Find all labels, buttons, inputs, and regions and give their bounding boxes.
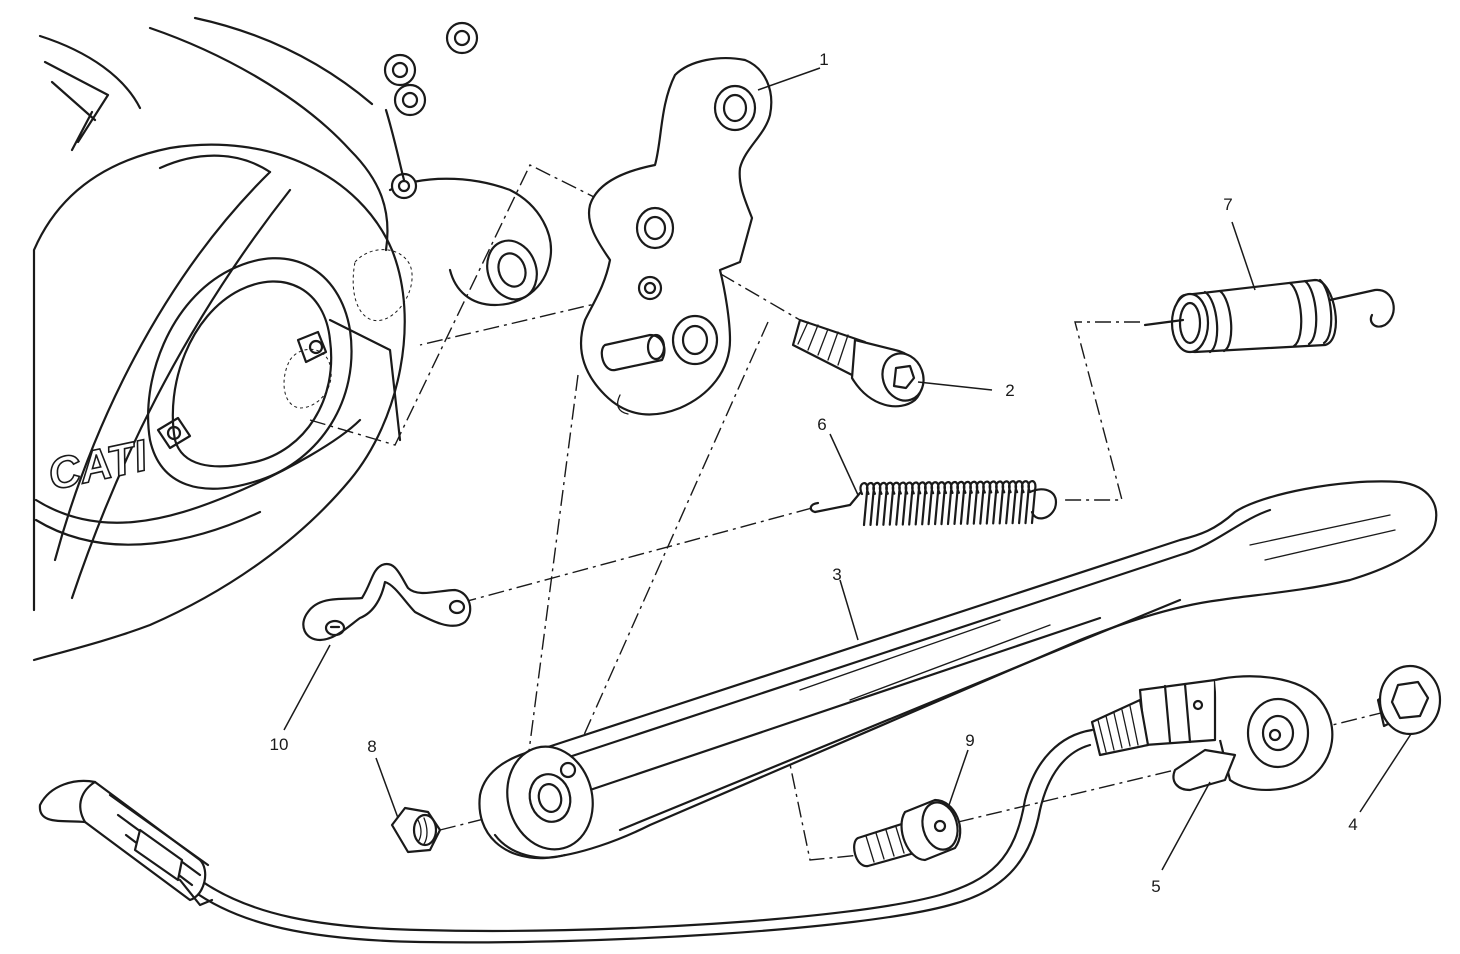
callout-labels: 1 2 3 4 5 6 7 8 9 10: [270, 50, 1358, 896]
wiring-connector: [38, 779, 214, 907]
hex-nut: [390, 806, 442, 854]
callout-4: 4: [1348, 815, 1357, 834]
engine-case-brand: CATI: [44, 431, 152, 500]
side-stand-leg: [478, 480, 1438, 860]
engine-case: CATI: [32, 16, 553, 662]
outer-spring: [809, 480, 1058, 527]
callout-2: 2: [1005, 381, 1014, 400]
wire-clip: [302, 562, 472, 642]
assembly-lines: [309, 164, 1386, 861]
stand-sensor: [190, 675, 1334, 944]
pivot-bolt: [853, 798, 962, 868]
inner-spring: [1143, 278, 1395, 354]
callout-9: 9: [965, 731, 974, 750]
callout-1: 1: [819, 50, 828, 69]
callout-5: 5: [1151, 877, 1160, 896]
socket-cap-screw: [791, 318, 925, 408]
callout-10: 10: [270, 735, 289, 754]
callout-3: 3: [832, 565, 841, 584]
callout-6: 6: [817, 415, 826, 434]
flange-bolt: [1376, 664, 1442, 736]
side-stand-bracket: [580, 57, 773, 416]
callout-8: 8: [367, 737, 376, 756]
callout-leaders: [283, 67, 1412, 871]
callout-7: 7: [1223, 195, 1232, 214]
